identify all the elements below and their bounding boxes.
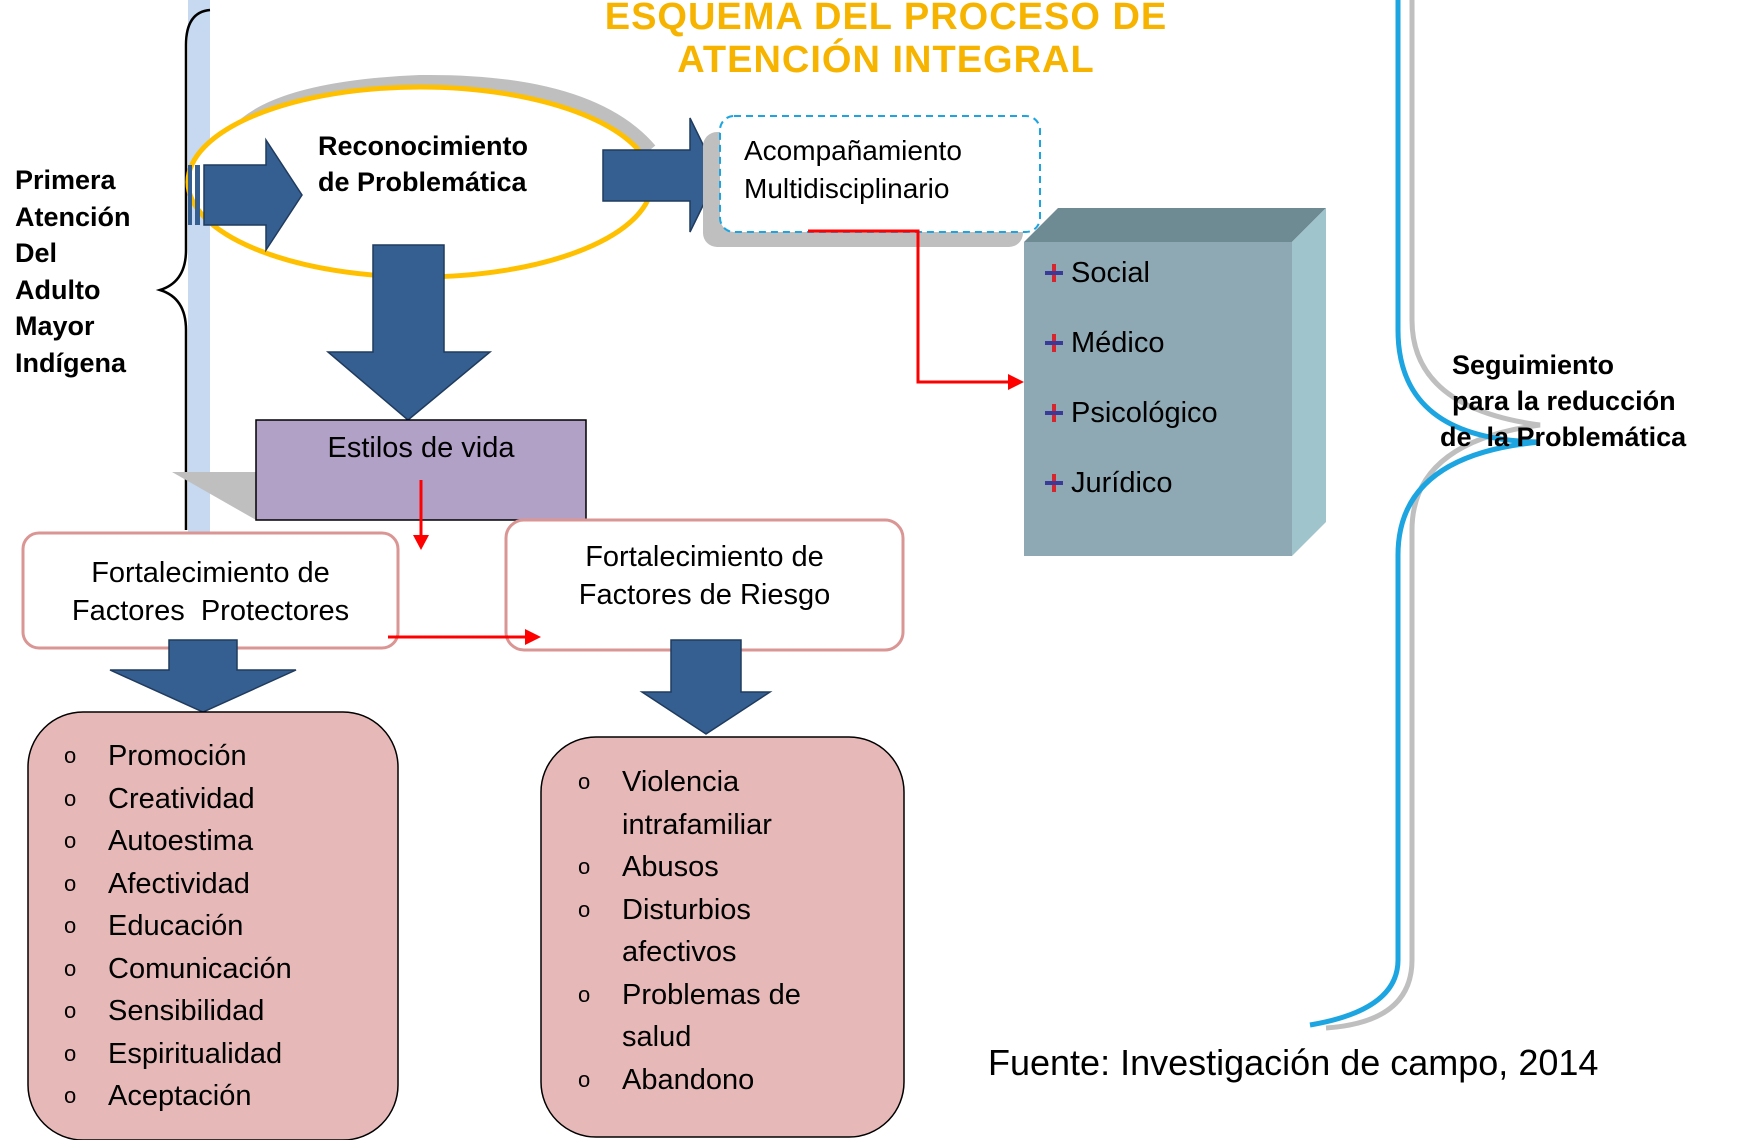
list-item: Abusos bbox=[572, 846, 822, 889]
title-line-2: ATENCIÓN INTEGRAL bbox=[677, 39, 1095, 81]
risk-items: Violencia intrafamiliar Abusos Disturbio… bbox=[572, 761, 822, 1101]
risk-line-2: Factores de Riesgo bbox=[578, 579, 831, 611]
left-label-line: Indígena bbox=[15, 347, 127, 378]
left-label-line: Atención bbox=[15, 201, 131, 232]
recognition-label: Reconocimiento de Problemática bbox=[318, 128, 528, 200]
protective-line-2: Factores Protectores bbox=[71, 595, 350, 627]
accompaniment-line-2: Multidisciplinario bbox=[744, 173, 950, 204]
arrow-to-protective-list bbox=[109, 639, 297, 713]
left-brace bbox=[155, 8, 211, 530]
protective-line-1: Fortalecimiento de bbox=[91, 557, 330, 589]
left-label-line: Primera bbox=[15, 165, 116, 195]
followup-line-3: de la Problemática bbox=[1440, 422, 1687, 452]
list-item: Abandono bbox=[572, 1059, 822, 1102]
area-item: Jurídico bbox=[1045, 448, 1218, 518]
left-label-line: Mayor bbox=[15, 311, 95, 341]
risk-label: Fortalecimiento de Factores de Riesgo bbox=[506, 538, 903, 614]
recognition-line-1: Reconocimiento bbox=[318, 131, 529, 161]
lifestyle-label: Estilos de vida bbox=[327, 432, 515, 464]
list-item: Autoestima bbox=[58, 820, 378, 863]
accompaniment-line-1: Acompañamiento bbox=[744, 135, 962, 166]
list-item: Aceptación bbox=[58, 1075, 378, 1118]
followup-line-2: para la reducción bbox=[1452, 386, 1676, 416]
recognition-line-2: de Problemática bbox=[318, 167, 527, 197]
arrow-to-lifestyle bbox=[325, 244, 493, 421]
left-label-line: Del bbox=[15, 238, 58, 268]
protective-items: Promoción Creatividad Autoestima Afectiv… bbox=[58, 735, 378, 1118]
lifestyle-shadow bbox=[172, 472, 256, 520]
accompaniment-label: Acompañamiento Multidisciplinario bbox=[744, 132, 962, 208]
plus-bullet-icon bbox=[1045, 264, 1063, 282]
arrow-into-recognition bbox=[188, 137, 303, 253]
list-item: Educación bbox=[58, 905, 378, 948]
right-brace bbox=[1309, 0, 1541, 1028]
connector-protective-to-risk-head bbox=[525, 629, 541, 645]
list-item: Problemas de salud bbox=[572, 974, 822, 1059]
list-item: Espiritualidad bbox=[58, 1033, 378, 1076]
title-line-1: ESQUEMA DEL PROCESO DE bbox=[604, 0, 1168, 38]
risk-line-1: Fortalecimiento de bbox=[585, 541, 824, 573]
list-item: Comunicación bbox=[58, 948, 378, 991]
left-vertical-band bbox=[188, 0, 210, 535]
plus-bullet-icon bbox=[1045, 404, 1063, 422]
source-note: Fuente: Investigación de campo, 2014 bbox=[988, 1042, 1599, 1083]
list-item: Violencia intrafamiliar bbox=[572, 761, 822, 846]
protective-label: Fortalecimiento de Factores Protectores bbox=[23, 554, 398, 630]
connector-lifestyle-down-head bbox=[413, 535, 429, 550]
area-item: Médico bbox=[1045, 308, 1218, 378]
list-item: Sensibilidad bbox=[58, 990, 378, 1033]
list-item: Disturbios afectivos bbox=[572, 889, 822, 974]
plus-bullet-icon bbox=[1045, 474, 1063, 492]
followup-line-1: Seguimiento bbox=[1452, 350, 1615, 380]
connector-to-areas-head bbox=[1008, 374, 1024, 390]
list-item: Afectividad bbox=[58, 863, 378, 906]
arrow-to-risk-list bbox=[639, 639, 773, 735]
connector-to-areas bbox=[808, 229, 1010, 384]
areas-list: Social Médico Psicológico Jurídico bbox=[1045, 238, 1218, 518]
right-brace-shadow bbox=[1325, 0, 1541, 1031]
plus-bullet-icon bbox=[1045, 334, 1063, 352]
left-label: Primera Atención Del Adulto Mayor Indíge… bbox=[15, 162, 131, 381]
area-item: Social bbox=[1045, 238, 1218, 308]
areas-cube bbox=[1024, 208, 1326, 556]
left-label-line: Adulto bbox=[15, 274, 101, 305]
area-item: Psicológico bbox=[1045, 378, 1218, 448]
list-item: Creatividad bbox=[58, 778, 378, 821]
followup-label: Seguimiento para la reducción de la Prob… bbox=[1440, 347, 1686, 455]
list-item: Promoción bbox=[58, 735, 378, 778]
